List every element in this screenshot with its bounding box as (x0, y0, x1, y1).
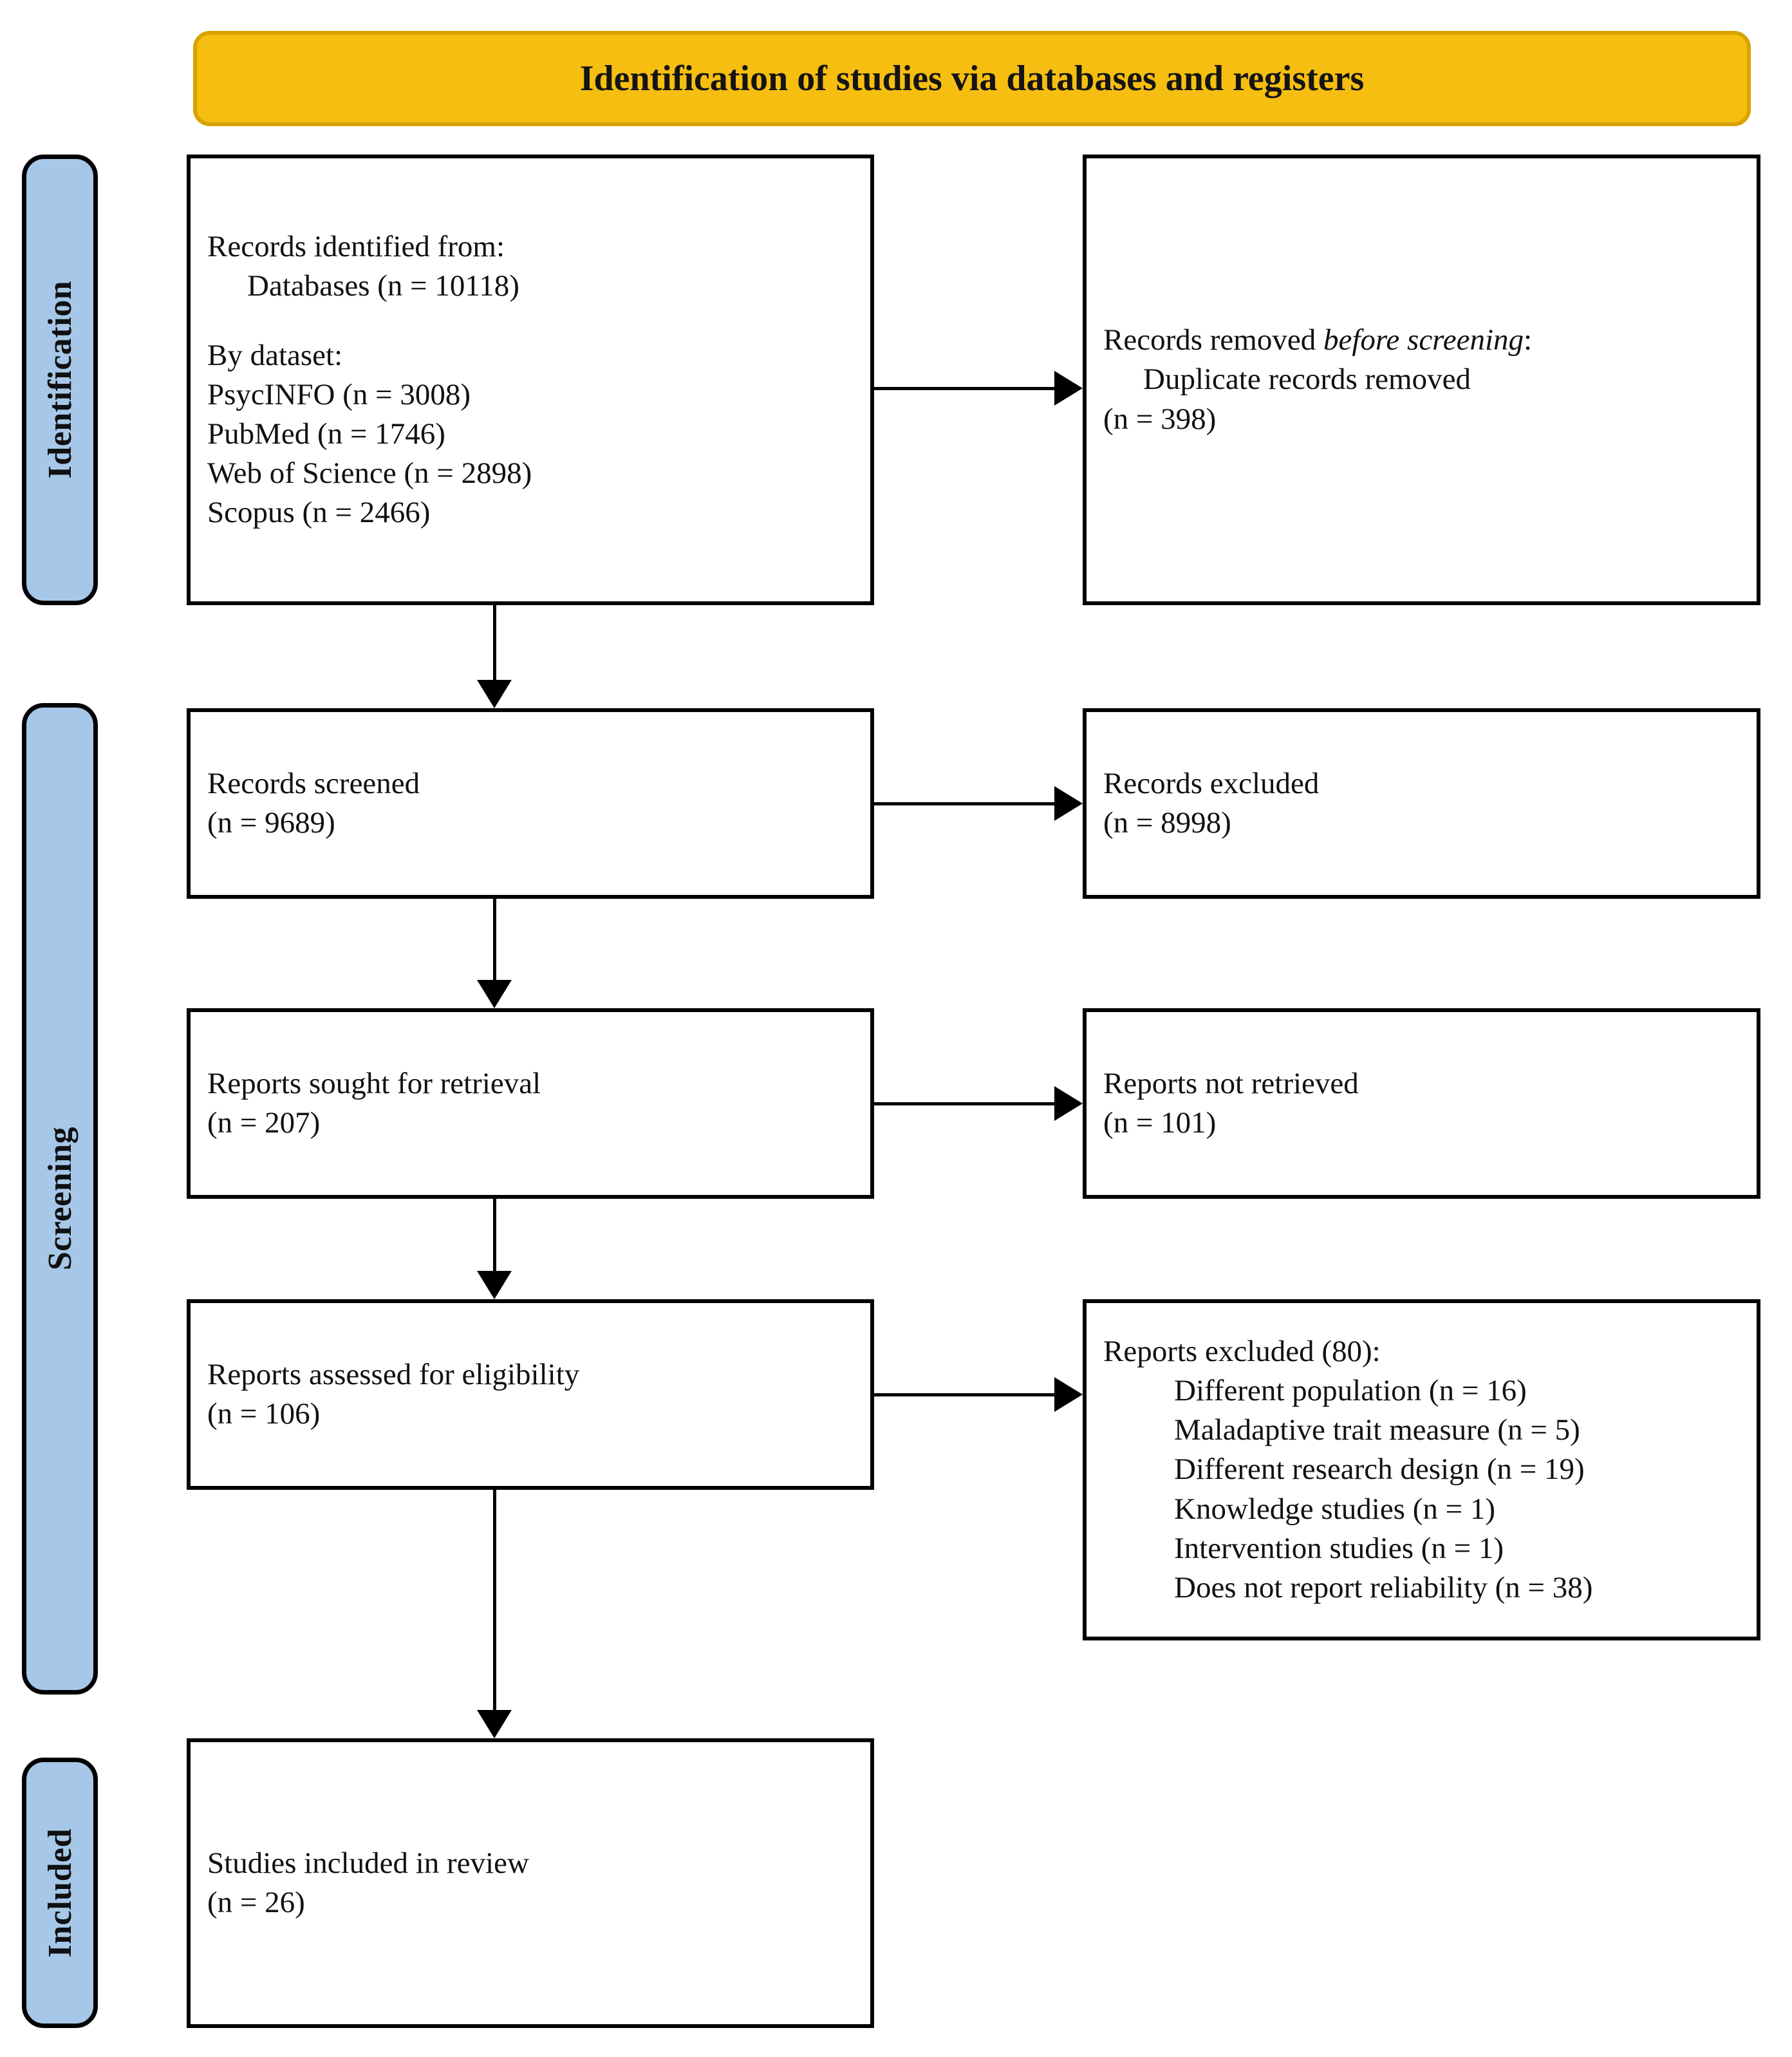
box-reports-not-retrieved: Reports not retrieved (n = 101) (1083, 1008, 1760, 1199)
arrow-shaft (874, 386, 1062, 390)
arrow-shaft (492, 899, 496, 980)
box-records-excluded-content: Records excluded (n = 8998) (1087, 764, 1757, 843)
box-records-identified-content: Records identified from: Databases (n = … (191, 227, 870, 533)
box-records-removed-before-screening: Records removed before screening: Duplic… (1083, 155, 1760, 605)
reports-excluded-heading: Reports excluded (80): (1103, 1335, 1381, 1369)
arrow-head (477, 980, 512, 1008)
arrow-screened-to-excluded (874, 785, 1083, 822)
arrow-assessed-to-excluded (874, 1376, 1083, 1413)
studies-included-title: Studies included in review (207, 1846, 529, 1880)
arrow-identified-to-screened (477, 605, 512, 708)
records-identified-line-1: Databases (n = 10118) (247, 268, 519, 303)
reports-assessed-title: Reports assessed for eligibility (207, 1357, 580, 1391)
records-identified-line-3: By dataset: (207, 338, 343, 372)
arrow-identified-to-removed (874, 370, 1083, 406)
box-records-screened-content: Records screened (n = 9689) (191, 764, 870, 843)
reports-excluded-reason-5: Does not report reliability (n = 38) (1174, 1570, 1593, 1604)
arrow-head (477, 1271, 512, 1299)
arrow-shaft (874, 1393, 1062, 1396)
phase-label-screening: Screening (41, 1127, 79, 1271)
diagram-header-banner: Identification of studies via databases … (193, 31, 1751, 126)
phase-label-identification: Identification (41, 281, 79, 479)
box-records-excluded: Records excluded (n = 8998) (1083, 708, 1760, 899)
arrow-screened-to-sought (477, 899, 512, 1008)
arrow-head (1054, 1086, 1083, 1121)
arrow-head (477, 1710, 512, 1738)
records-identified-spacer (207, 306, 854, 336)
reports-not-retrieved-title: Reports not retrieved (1103, 1066, 1359, 1100)
reports-sought-title: Reports sought for retrieval (207, 1066, 541, 1100)
records-identified-line-5: PubMed (n = 1746) (207, 417, 445, 451)
reports-assessed-count: (n = 106) (207, 1397, 321, 1431)
records-removed-detail: Duplicate records removed (1143, 362, 1471, 397)
reports-excluded-reason-3: Knowledge studies (n = 1) (1174, 1492, 1496, 1526)
reports-not-retrieved-count: (n = 101) (1103, 1106, 1217, 1140)
reports-excluded-reason-4: Intervention studies (n = 1) (1174, 1531, 1504, 1565)
reports-excluded-reason-0: Different population (n = 16) (1174, 1374, 1527, 1408)
arrow-head (1054, 1377, 1083, 1412)
records-screened-title: Records screened (207, 766, 420, 800)
records-removed-heading: Records removed before screening: (1103, 321, 1740, 360)
box-reports-assessed: Reports assessed for eligibility (n = 10… (187, 1299, 874, 1490)
arrow-head (477, 680, 512, 708)
studies-included-count: (n = 26) (207, 1886, 305, 1919)
phase-bar-included: Included (22, 1758, 98, 2028)
records-excluded-title: Records excluded (1103, 766, 1320, 800)
box-records-removed-content: Records removed before screening: Duplic… (1087, 321, 1757, 438)
arrow-shaft (492, 1199, 496, 1271)
box-reports-excluded: Reports excluded (80): Different populat… (1083, 1299, 1760, 1640)
box-records-screened: Records screened (n = 9689) (187, 708, 874, 899)
box-records-identified: Records identified from: Databases (n = … (187, 155, 874, 605)
arrow-shaft (874, 802, 1062, 805)
records-identified-line-0: Records identified from: (207, 229, 505, 263)
box-reports-sought: Reports sought for retrieval (n = 207) (187, 1008, 874, 1199)
reports-excluded-reason-2: Different research design (n = 19) (1174, 1452, 1585, 1487)
banner-title: Identification of studies via databases … (579, 59, 1365, 99)
arrow-head (1054, 371, 1083, 406)
reports-sought-count: (n = 207) (207, 1106, 321, 1140)
records-excluded-count: (n = 8998) (1103, 806, 1231, 840)
records-removed-heading-italic: before screening (1323, 323, 1524, 357)
records-identified-line-4: PsycINFO (n = 3008) (207, 377, 471, 411)
arrow-assessed-to-included (477, 1490, 512, 1738)
box-studies-included-content: Studies included in review (n = 26) (191, 1844, 870, 1922)
phase-bar-identification: Identification (22, 155, 98, 605)
box-reports-sought-content: Reports sought for retrieval (n = 207) (191, 1064, 870, 1143)
records-removed-heading-plain: Records removed (1103, 323, 1323, 357)
arrow-shaft (492, 1490, 496, 1710)
reports-excluded-reason-1: Maladaptive trait measure (n = 5) (1174, 1413, 1580, 1447)
phase-label-included: Included (41, 1828, 79, 1958)
records-identified-line-6: Web of Science (n = 2898) (207, 456, 532, 491)
arrow-sought-to-assessed (477, 1199, 512, 1299)
records-identified-line-7: Scopus (n = 2466) (207, 496, 431, 530)
arrow-shaft (492, 605, 496, 680)
phase-bar-screening: Screening (22, 703, 98, 1695)
box-reports-not-retrieved-content: Reports not retrieved (n = 101) (1087, 1064, 1757, 1143)
records-screened-count: (n = 9689) (207, 806, 335, 840)
records-removed-count: (n = 398) (1103, 402, 1217, 436)
box-studies-included: Studies included in review (n = 26) (187, 1738, 874, 2028)
box-reports-assessed-content: Reports assessed for eligibility (n = 10… (191, 1355, 870, 1434)
arrow-head (1054, 786, 1083, 821)
box-reports-excluded-content: Reports excluded (80): Different populat… (1087, 1332, 1757, 1608)
records-removed-heading-suffix: : (1524, 323, 1533, 357)
arrow-sought-to-not-retrieved (874, 1085, 1083, 1122)
arrow-shaft (874, 1102, 1062, 1105)
